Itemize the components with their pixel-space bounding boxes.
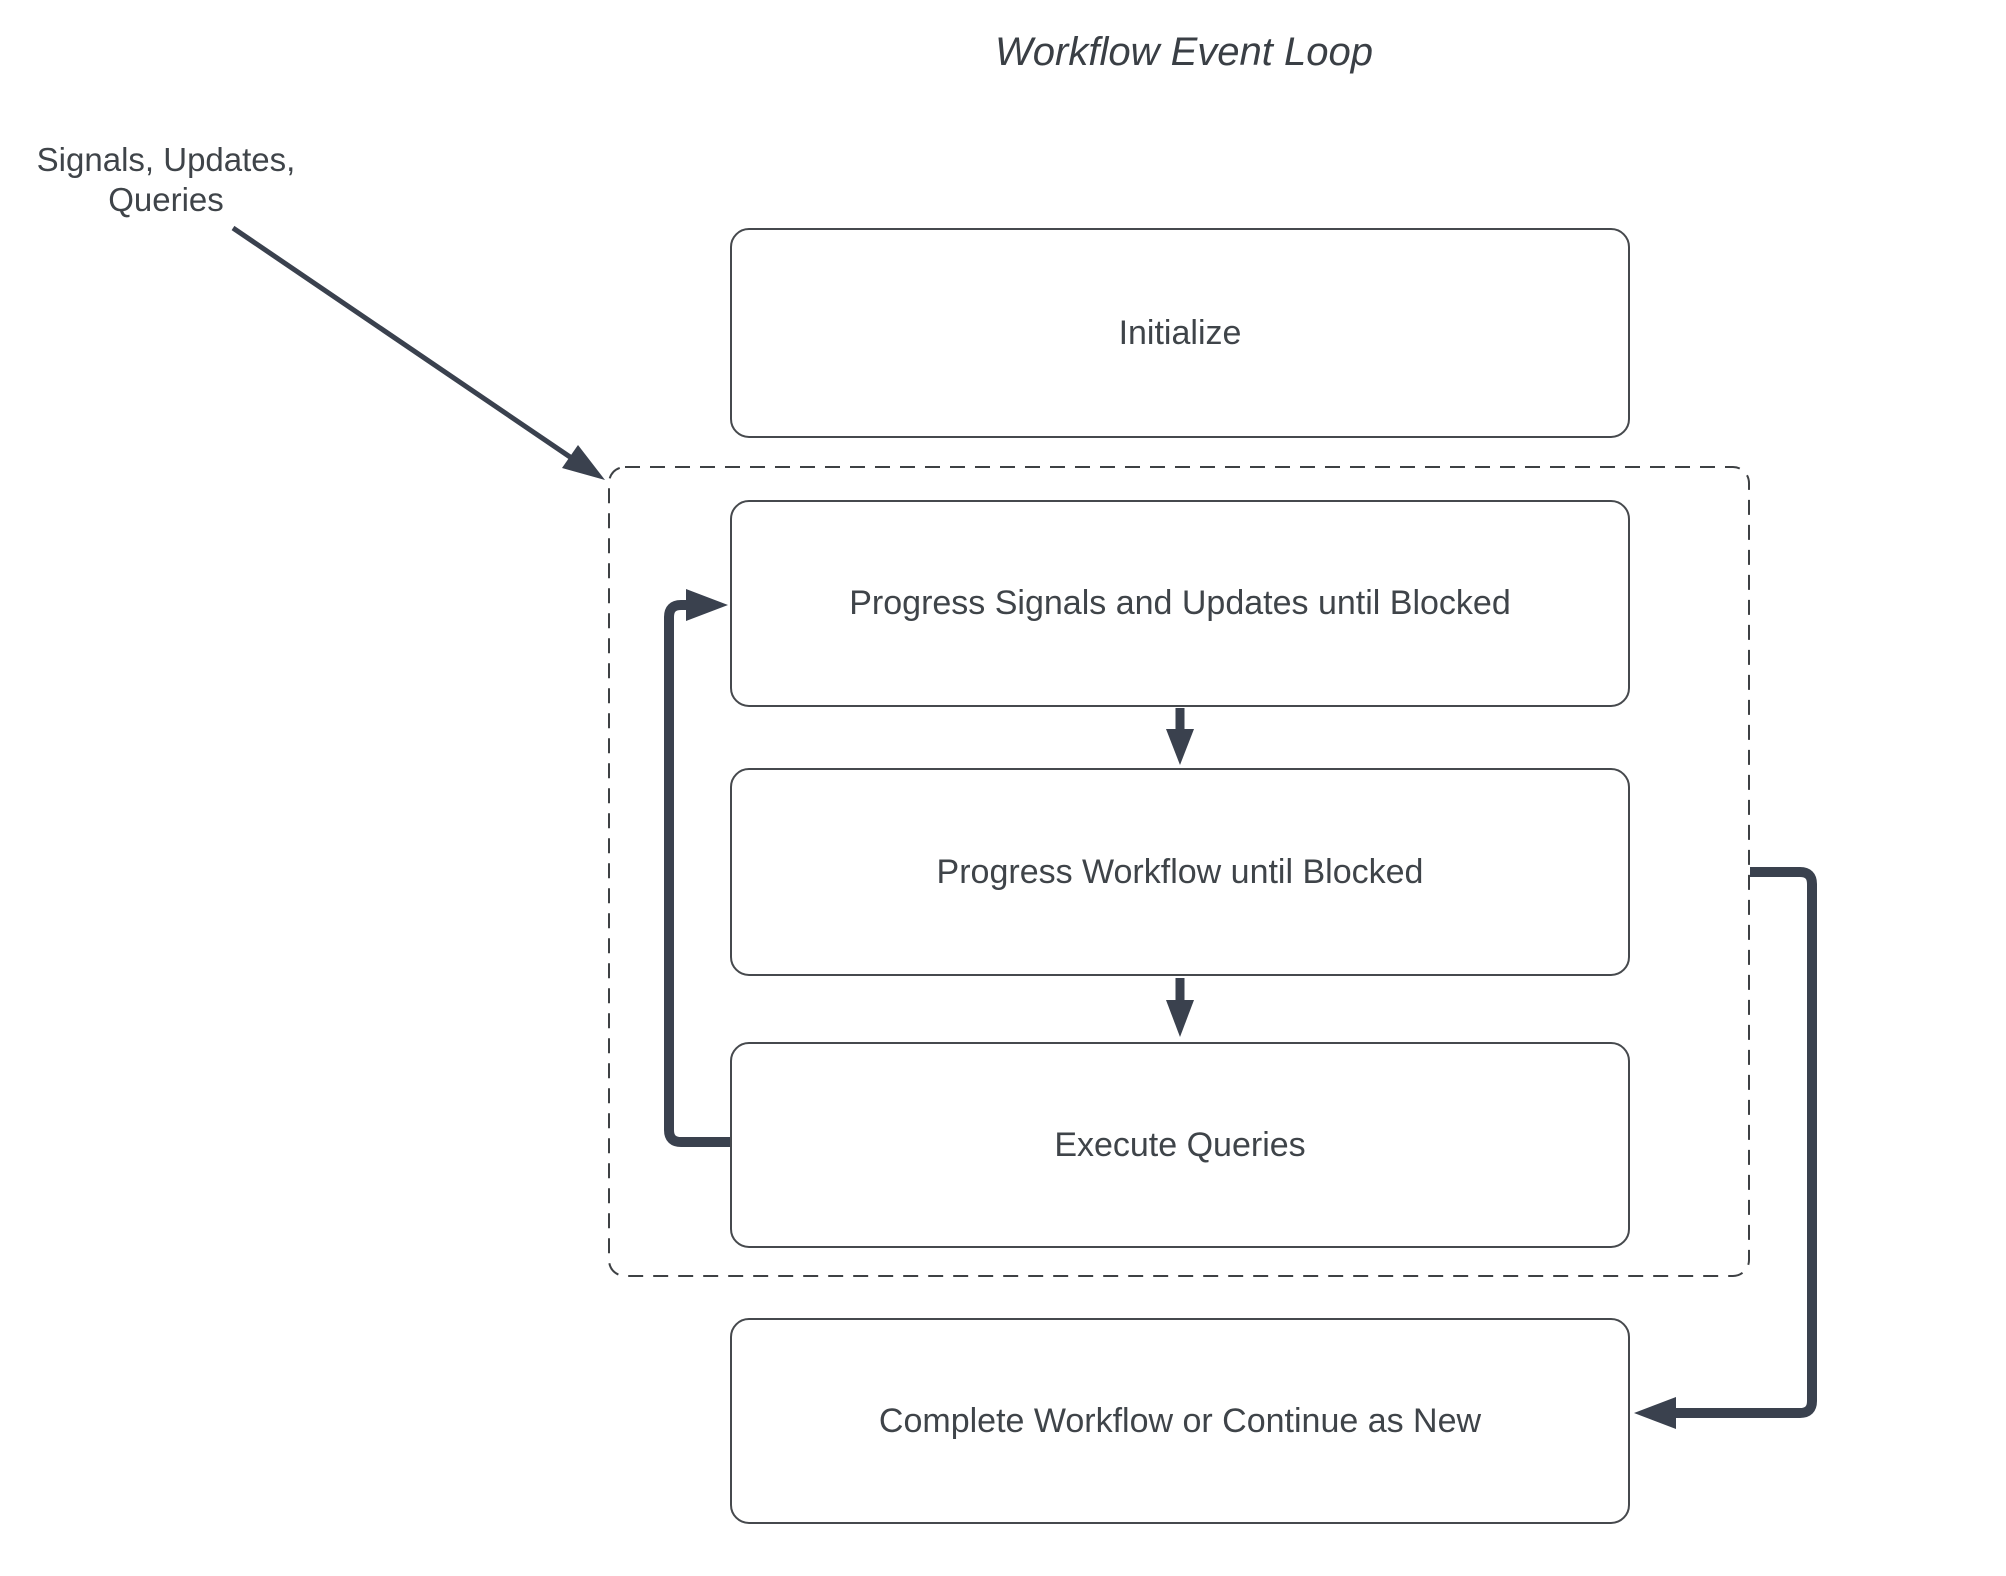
annotation-line-1: Signals, Updates, [36,141,296,178]
arrow-annotation-to-event-loop [231,225,605,480]
node-progress-workflow-label: Progress Workflow until Blocked [936,852,1424,891]
diagram-title: Workflow Event Loop [995,30,1373,74]
annotation-signals-updates-queries: Signals, Updates, Queries [20,140,312,220]
dashed-border [608,466,1750,1277]
node-complete-workflow-label: Complete Workflow or Continue as New [878,1401,1482,1440]
node-progress-signals-updates-label: Progress Signals and Updates until Block… [849,584,1511,622]
annotation-line-2: Queries [108,181,224,218]
node-complete-workflow: Complete Workflow or Continue as New [730,1318,1630,1524]
node-progress-signals-updates: Progress Signals and Updates until Block… [730,500,1630,707]
node-initialize-label: Initialize [1118,313,1242,352]
node-progress-workflow: Progress Workflow until Blocked [730,768,1630,976]
node-execute-queries: Execute Queries [730,1042,1630,1248]
node-execute-queries-label: Execute Queries [1054,1125,1306,1164]
event-loop-boundary [608,466,1750,1277]
node-initialize: Initialize [730,228,1630,438]
